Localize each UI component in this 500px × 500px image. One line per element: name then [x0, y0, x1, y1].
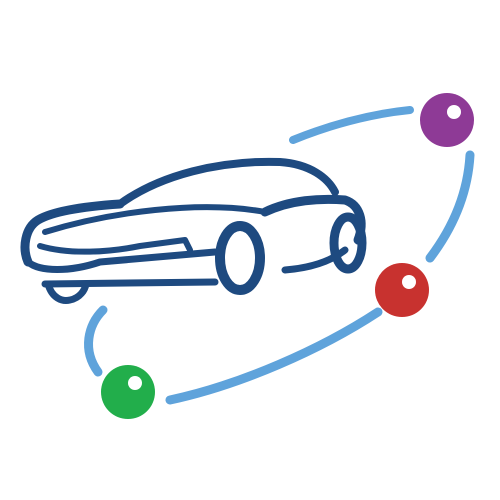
orbit-arc-bottom	[165, 307, 383, 405]
orbit-arc-right	[425, 150, 475, 263]
ball-green-icon	[101, 365, 155, 419]
ball-red-icon	[375, 263, 429, 317]
orbit-icon	[84, 106, 475, 405]
orbit-arc-left	[84, 305, 108, 377]
car-icon	[20, 157, 367, 304]
ball-purple-icon	[420, 93, 474, 147]
orbit-arc-top	[289, 106, 414, 144]
